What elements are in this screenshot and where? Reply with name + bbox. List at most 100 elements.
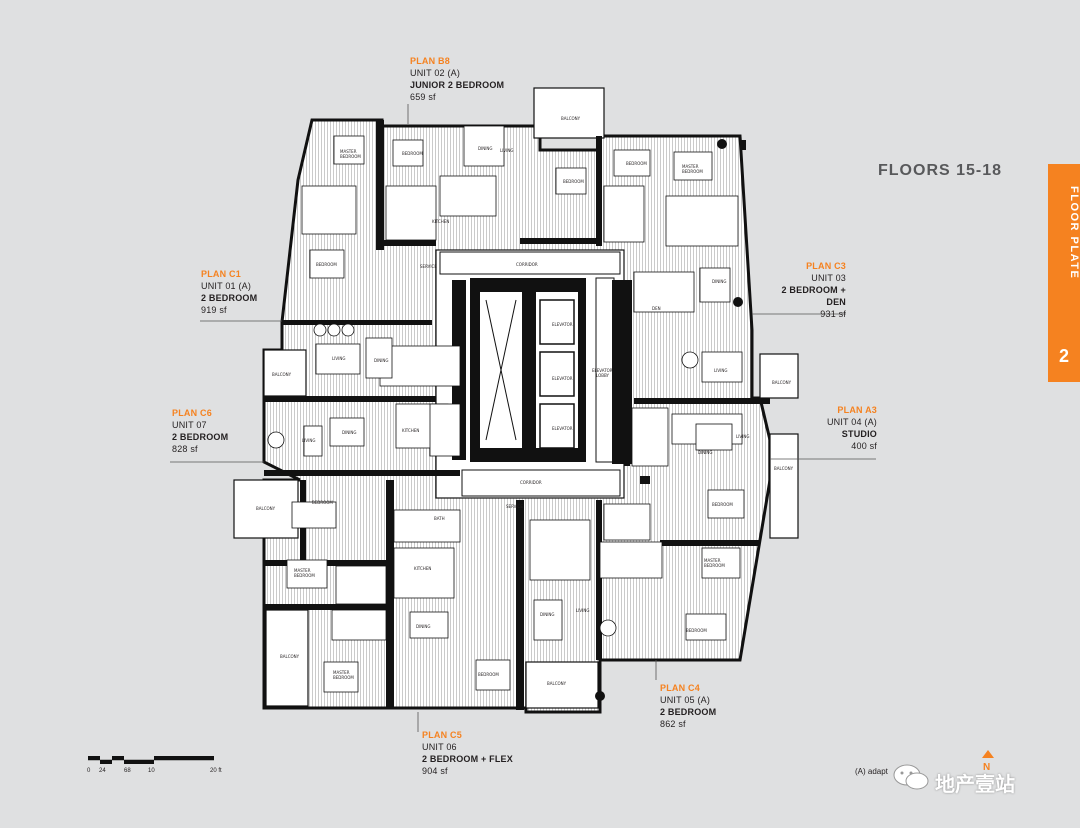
unit-number: UNIT 04 (A): [826, 417, 877, 427]
unit-area: 904 sf: [422, 766, 448, 776]
plan-name: PLAN C6: [172, 408, 212, 418]
unit-type: 2 BEDROOM + FLEX: [422, 754, 513, 764]
bath-c3: [603, 185, 645, 243]
unit-label-c4: PLAN C4 UNIT 05 (A) 2 BEDROOM 862 sf: [660, 682, 716, 730]
svg-text:KITCHEN: KITCHEN: [414, 566, 431, 571]
watermark: 地产壹站: [935, 774, 1015, 796]
svg-text:MASTER: MASTER: [704, 558, 721, 563]
plan-name: PLAN C1: [201, 269, 241, 279]
unit-number: UNIT 06: [422, 742, 457, 752]
svg-text:DINING: DINING: [416, 624, 431, 629]
svg-text:BEDROOM: BEDROOM: [402, 151, 423, 156]
svg-text:LOBBY: LOBBY: [596, 373, 610, 378]
svg-text:MASTER: MASTER: [333, 670, 350, 675]
kitchen-b8: [439, 175, 497, 217]
svg-text:LIVING: LIVING: [736, 434, 749, 439]
unit-number: UNIT 01 (A): [201, 281, 252, 291]
unit-area: 828 sf: [172, 444, 198, 454]
balcony-c5: [265, 609, 309, 707]
balcony-b8: [533, 87, 605, 139]
kitchen-c4: [529, 519, 591, 581]
unit-label-a3: PLAN A3 UNIT 04 (A) STUDIO 400 sf: [800, 404, 877, 452]
unit-label-c5: PLAN C5 UNIT 06 2 BEDROOM + FLEX 904 sf: [422, 729, 513, 777]
scale-tick: 10: [148, 768, 155, 774]
building-core: [435, 249, 632, 499]
unit-label-c6: PLAN C6 UNIT 07 2 BEDROOM 828 sf: [172, 407, 228, 455]
unit-number: UNIT 02 (A): [410, 68, 461, 78]
svg-text:ELEVATOR: ELEVATOR: [552, 426, 573, 431]
svg-text:BEDROOM: BEDROOM: [626, 161, 647, 166]
svg-text:BEDROOM: BEDROOM: [704, 563, 725, 568]
svg-text:DINING: DINING: [478, 146, 493, 151]
svg-text:BALCONY: BALCONY: [547, 681, 567, 686]
unit-type: STUDIO: [841, 429, 877, 439]
balcony-c6: [233, 479, 299, 539]
bath-b8: [385, 185, 437, 241]
unit-area: 919 sf: [201, 305, 227, 315]
svg-text:BALCONY: BALCONY: [772, 380, 792, 385]
page-title: FLOORS 15-18: [878, 162, 1003, 179]
floor-plate-tab-label: FLOOR PLATE: [1068, 186, 1080, 280]
svg-text:BALCONY: BALCONY: [272, 372, 292, 377]
svg-text:LIVING: LIVING: [576, 608, 589, 613]
svg-text:BEDROOM: BEDROOM: [682, 169, 703, 174]
ensuite-c4: [599, 541, 663, 579]
svg-text:BALCONY: BALCONY: [774, 466, 794, 471]
svg-text:CORRIDOR: CORRIDOR: [520, 480, 542, 485]
svg-text:KITCHEN: KITCHEN: [402, 428, 419, 433]
svg-text:N: N: [983, 762, 990, 772]
leader-lines: [170, 104, 876, 732]
unit-area: 659 sf: [410, 92, 436, 102]
svg-text:BALCONY: BALCONY: [561, 116, 581, 121]
floor-plate-tab: [1048, 164, 1080, 382]
wechat-icon: [893, 764, 929, 790]
svg-text:BEDROOM: BEDROOM: [312, 500, 333, 505]
north-arrow-icon: N: [982, 750, 994, 772]
svg-text:BEDROOM: BEDROOM: [712, 502, 733, 507]
svg-text:BEDROOM: BEDROOM: [563, 179, 584, 184]
ensuite-c5: [331, 609, 387, 641]
svg-text:KITCHEN: KITCHEN: [432, 219, 449, 224]
unit-number: UNIT 03: [811, 273, 846, 283]
kitchen-c5: [393, 547, 455, 599]
adaptable-legend: (A) adapt: [855, 767, 888, 776]
svg-text:BALCONY: BALCONY: [280, 654, 300, 659]
svg-text:ELEVATOR: ELEVATOR: [592, 368, 613, 373]
svg-text:DEN: DEN: [652, 306, 661, 311]
svg-text:BEDROOM: BEDROOM: [686, 628, 707, 633]
unit-label-b8: PLAN B8 UNIT 02 (A) JUNIOR 2 BEDROOM 659…: [410, 55, 504, 103]
svg-text:SERVICE: SERVICE: [506, 504, 523, 509]
svg-text:BEDROOM: BEDROOM: [333, 675, 354, 680]
svg-text:DINING: DINING: [712, 279, 727, 284]
plan-name: PLAN B8: [410, 56, 450, 66]
svg-text:DINING: DINING: [342, 430, 357, 435]
plan-name: PLAN C4: [660, 683, 700, 693]
svg-text:DINING: DINING: [540, 612, 555, 617]
bath-c4: [603, 503, 651, 541]
unit-area: 400 sf: [851, 441, 877, 451]
rooms: [301, 175, 743, 641]
svg-text:LIVING: LIVING: [332, 356, 345, 361]
unit-area: 931 sf: [820, 309, 846, 319]
unit-label-c1: PLAN C1 UNIT 01 (A) 2 BEDROOM 919 sf: [201, 268, 257, 316]
plan-name: PLAN C3: [806, 261, 846, 271]
svg-text:LIVING: LIVING: [714, 368, 727, 373]
svg-text:MASTER: MASTER: [682, 164, 699, 169]
svg-text:BALCONY: BALCONY: [256, 506, 276, 511]
floor-plate-tab-number: 2: [1058, 346, 1069, 366]
ensuite-c1: [301, 185, 357, 235]
furniture: [267, 125, 745, 693]
svg-text:MASTER: MASTER: [294, 568, 311, 573]
unit-area: 862 sf: [660, 719, 686, 729]
plan-name: PLAN C5: [422, 730, 462, 740]
svg-text:BATH: BATH: [434, 516, 445, 521]
window-marks: [595, 139, 743, 701]
scale-bar: [88, 756, 214, 764]
svg-text:CORRIDOR: CORRIDOR: [516, 262, 538, 267]
svg-text:MASTER: MASTER: [340, 149, 357, 154]
unit-type: JUNIOR 2 BEDROOM: [410, 80, 505, 90]
bath-a3: [631, 407, 669, 467]
unit-type: 2 BEDROOM: [660, 707, 717, 717]
svg-text:BEDROOM: BEDROOM: [316, 262, 337, 267]
